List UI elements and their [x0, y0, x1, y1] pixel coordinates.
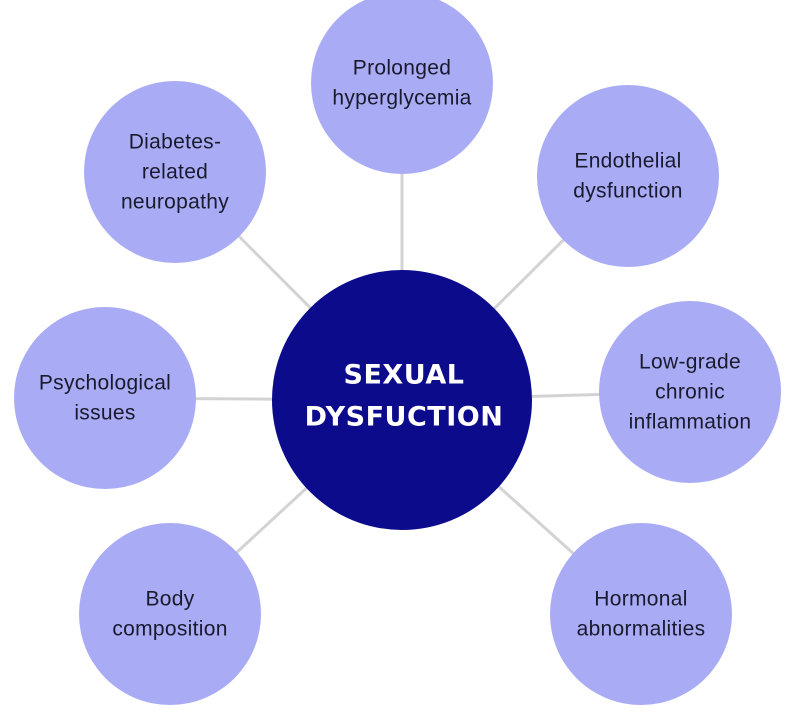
node-label-hormonal-abnormalities-line-2: abnormalities [577, 618, 706, 641]
connector-psychological-issues [191, 397, 277, 401]
node-label-psychological-issues-line-2: issues [74, 402, 135, 425]
node-circle-diabetes-related-neuropathy [84, 81, 266, 263]
node-prolonged-hyperglycemia: Prolonged hyperglycemia [311, 0, 493, 174]
node-label-endothelial-dysfunction-line-2: dysfunction [573, 180, 683, 203]
node-endothelial-dysfunction: Endothelial dysfunction [537, 85, 719, 267]
node-circle-low-grade-chronic-inflammation [599, 301, 781, 483]
node-hormonal-abnormalities: Hormonal abnormalities [550, 523, 732, 705]
node-low-grade-chronic-inflammation: Low-grade chronic inflammation [599, 301, 781, 483]
node-psychological-issues: Psychological issues [14, 307, 196, 489]
node-circle-hormonal-abnormalities [550, 523, 732, 705]
node-label-low-grade-chronic-inflammation-line-2: chronic [655, 381, 725, 404]
node-circle-endothelial-dysfunction [537, 85, 719, 267]
connector-hormonal-abnormalities [494, 482, 578, 558]
node-label-body-composition-line-2: composition [112, 618, 227, 641]
connectors [191, 170, 604, 558]
connector-body-composition [232, 484, 311, 557]
node-label-prolonged-hyperglycemia-line-2: hyperglycemia [332, 87, 471, 110]
node-label-low-grade-chronic-inflammation-line-3: inflammation [629, 411, 752, 434]
node-circle-body-composition [79, 523, 261, 705]
node-label-hormonal-abnormalities-line-1: Hormonal [594, 588, 687, 611]
node-diabetes-related-neuropathy: Diabetes-related neuropathy [84, 81, 266, 263]
node-label-diabetes-related-neuropathy-line-3: neuropathy [121, 191, 229, 214]
node-circle-prolonged-hyperglycemia [311, 0, 493, 174]
connector-low-grade-chronic-inflammation [527, 392, 604, 399]
node-circle-psychological-issues [14, 307, 196, 489]
node-body-composition: Body composition [79, 523, 261, 705]
node-label-prolonged-hyperglycemia-line-1: Prolonged [353, 57, 451, 80]
center-node: SEXUAL DYSFUCTION [272, 270, 532, 530]
connector-diabetes-related-neuropathy [235, 232, 315, 312]
center-label-line-1: SEXUAL [344, 360, 465, 391]
center-circle [272, 270, 532, 530]
connector-endothelial-dysfunction [490, 236, 568, 313]
node-label-low-grade-chronic-inflammation-line-1: Low-grade [639, 351, 741, 374]
node-label-diabetes-related-neuropathy-line-1: Diabetes- [129, 131, 222, 154]
node-label-diabetes-related-neuropathy-line-2: related [142, 161, 208, 184]
node-label-psychological-issues-line-1: Psychological [39, 372, 171, 395]
node-label-endothelial-dysfunction-line-1: Endothelial [574, 150, 681, 173]
center-label-line-2: DYSFUCTION [305, 402, 504, 433]
node-label-body-composition-line-1: Body [145, 588, 194, 611]
